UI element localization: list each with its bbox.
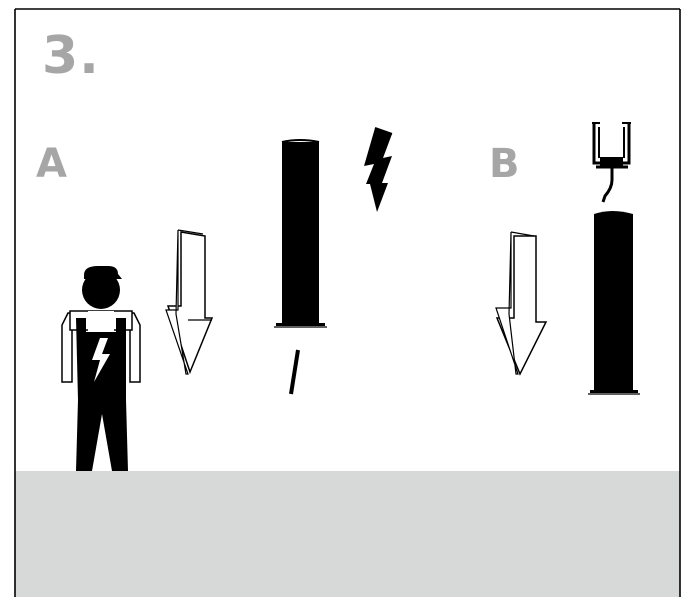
electrician-icon [61,266,141,471]
step-number: 3. [42,26,100,86]
panel-label-a: A [36,141,67,187]
switch-off-icon [289,349,300,395]
arrow-down-icon-b [495,231,548,376]
charging-column-icon [274,139,327,328]
plug-icon [592,122,631,203]
panel-label-b: B [489,141,520,187]
charging-column-icon-b [588,211,640,395]
ground-band [15,471,680,597]
arrow-down-icon [165,229,214,375]
lightning-bolt-icon [364,127,393,212]
